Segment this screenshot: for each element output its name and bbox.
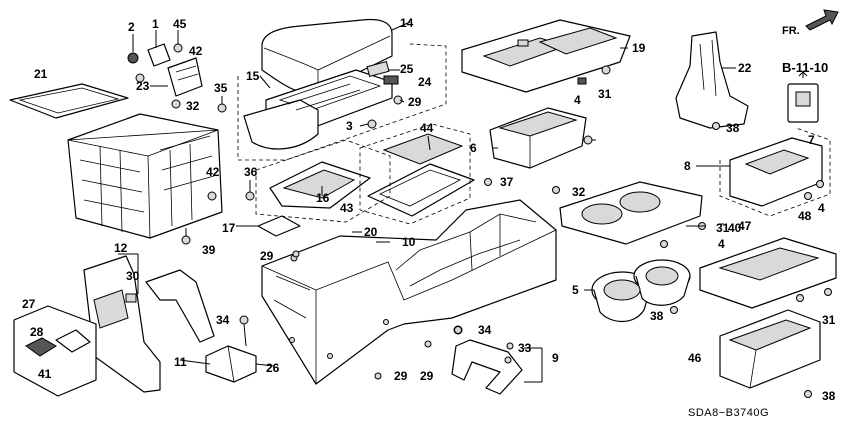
callout: 29 xyxy=(260,249,274,263)
callout: 38 xyxy=(726,121,740,135)
callout: 20 xyxy=(364,225,378,239)
callout: 10 xyxy=(402,235,416,249)
diagram-code: SDA8−B3740G xyxy=(688,407,769,419)
callout: 23 xyxy=(136,79,150,93)
callout: 32 xyxy=(186,99,200,113)
callout: 17 xyxy=(222,221,236,235)
leader-lines xyxy=(118,21,736,383)
part-cupholder-5 xyxy=(591,259,691,323)
part-armrest-lid-14 xyxy=(261,18,393,94)
callout: 36 xyxy=(244,165,258,179)
callout: 28 xyxy=(30,325,44,339)
callout: 19 xyxy=(632,41,646,55)
callout: 30 xyxy=(126,269,140,283)
part-bracket-26 xyxy=(205,315,257,383)
part-cupholder-6 xyxy=(489,107,593,169)
callout: 3 xyxy=(346,119,353,133)
callout: 8 xyxy=(684,159,691,173)
part-shift-panel-7 xyxy=(729,137,824,207)
callout: 29 xyxy=(394,369,408,383)
callout: 39 xyxy=(202,243,216,257)
callout: 1 xyxy=(152,17,159,31)
callout: 26 xyxy=(266,361,280,375)
callout: 34 xyxy=(478,323,492,337)
callout: 31 xyxy=(716,221,730,235)
part-pocket-46 xyxy=(719,309,821,398)
callout: 42 xyxy=(206,165,220,179)
part-latch-24-25 xyxy=(366,60,403,129)
callout-labels: 14 45 42 2 1 23 32 21 15 25 24 29 3 35 1… xyxy=(22,16,836,403)
part-mat-21 xyxy=(9,83,129,119)
callout: 5 xyxy=(572,283,579,297)
callout: 42 xyxy=(189,44,203,58)
part-side-panel-12 xyxy=(83,255,161,393)
part-center-console-10 xyxy=(261,199,557,385)
callout: 27 xyxy=(22,297,36,311)
callout: 24 xyxy=(418,75,432,89)
callout: 37 xyxy=(500,175,514,189)
callout: 31 xyxy=(598,87,612,101)
part-panel-19 xyxy=(461,19,631,93)
frame-trays xyxy=(255,123,471,225)
part-hinge-17 xyxy=(245,180,301,237)
callout: 14 xyxy=(400,16,414,30)
callout: 25 xyxy=(400,62,414,76)
callout: 9 xyxy=(552,351,559,365)
callout: 22 xyxy=(738,61,752,75)
callout: 15 xyxy=(246,69,260,83)
fasteners-misc xyxy=(454,178,678,334)
callout: 4 xyxy=(818,201,825,215)
part-plate-40 xyxy=(559,181,706,248)
callout: 11 xyxy=(174,355,187,369)
frame-shift-panel xyxy=(719,127,831,217)
callout: 4 xyxy=(574,93,581,107)
part-bracket-30 xyxy=(125,269,215,343)
callout: 31 xyxy=(822,313,836,327)
callout: 33 xyxy=(518,341,532,355)
callout: 48 xyxy=(798,209,812,223)
part-tray-44 xyxy=(382,133,464,165)
front-direction-arrow xyxy=(805,9,839,31)
callout: 45 xyxy=(173,17,187,31)
callout: 47 xyxy=(738,219,752,233)
part-panel-47 xyxy=(699,237,837,309)
callout: 41 xyxy=(38,367,52,381)
callout: 38 xyxy=(822,389,836,403)
callout: 2 xyxy=(128,20,135,34)
part-shift-boot-22 xyxy=(675,31,749,130)
front-label: FR. xyxy=(782,25,800,37)
callout: 21 xyxy=(34,67,48,81)
callout: 16 xyxy=(316,191,330,205)
part-switch-b1110 xyxy=(787,71,819,123)
callout: 6 xyxy=(470,141,477,155)
callout: 44 xyxy=(420,121,434,135)
part-storage-box-11 xyxy=(67,113,223,239)
part-cover-27-28-41 xyxy=(13,305,97,397)
part-armrest-base-15 xyxy=(243,69,393,150)
callout: 40 xyxy=(728,221,742,235)
frame-armrest xyxy=(237,43,447,161)
callout: 29 xyxy=(408,95,422,109)
callout: 4 xyxy=(718,237,725,251)
callout: 35 xyxy=(214,81,228,95)
callout: 29 xyxy=(420,369,434,383)
callout: 43 xyxy=(340,201,354,215)
callout: 34 xyxy=(216,313,230,327)
callout: 12 xyxy=(114,241,128,255)
callout: 7 xyxy=(808,133,815,147)
callout: 38 xyxy=(650,309,664,323)
reference-label: B-11-10 xyxy=(782,60,828,75)
part-tray-16 xyxy=(269,161,371,209)
callout: 32 xyxy=(572,185,586,199)
callout: 46 xyxy=(688,351,702,365)
part-bracket-9 xyxy=(292,250,523,395)
part-tray-43 xyxy=(367,163,475,217)
part-small-hardware-left xyxy=(127,43,227,245)
